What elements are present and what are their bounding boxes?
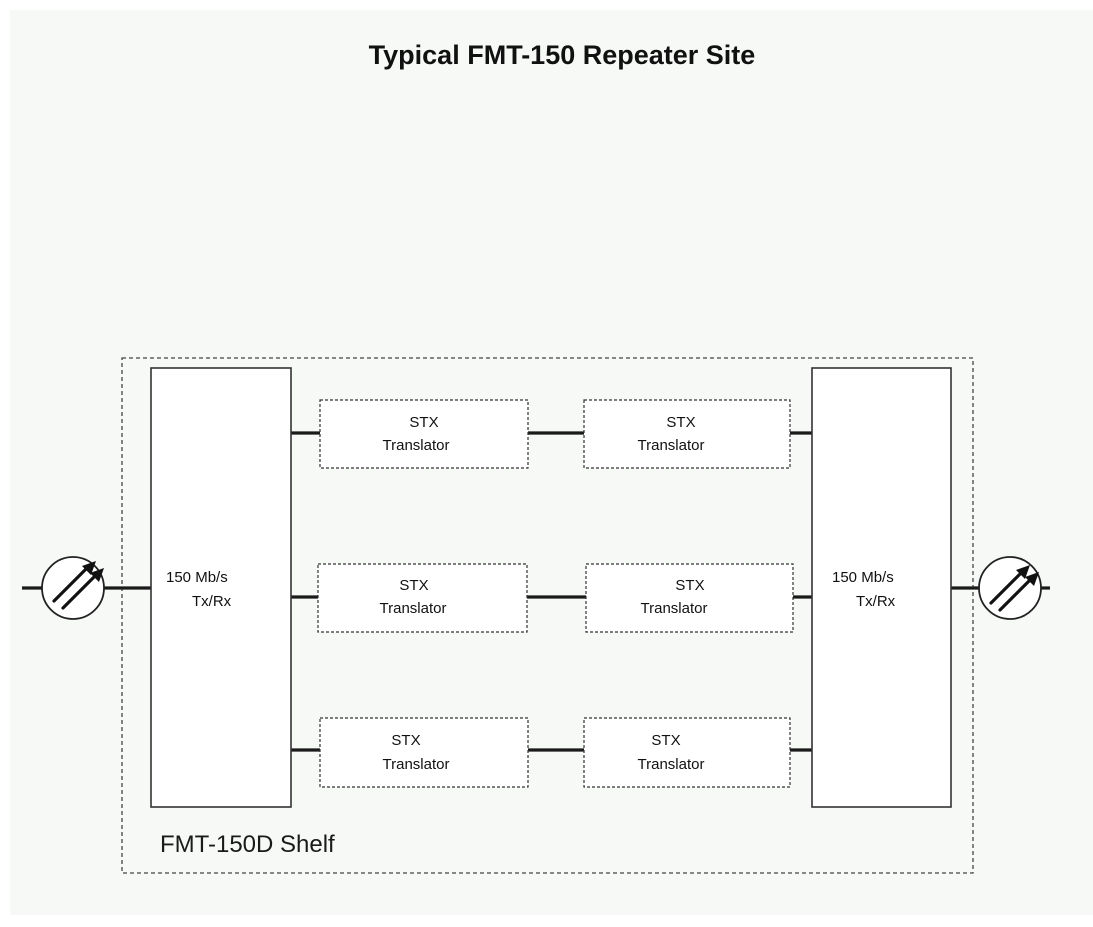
right-antenna-icon	[978, 556, 1042, 620]
left-txrx-box	[150, 367, 292, 808]
repeater-diagram: Typical FMT-150 Repeater Site FMT-150D S…	[22, 40, 1050, 874]
translator-row2-left	[317, 563, 528, 633]
translator-row2-right	[585, 563, 794, 633]
right-txrx-line1: 150 Mb/s	[832, 569, 894, 586]
left-txrx-line1: 150 Mb/s	[166, 569, 228, 586]
translator-row1-right-line2: Translator	[638, 437, 705, 454]
translator-row2-left-line2: Translator	[380, 600, 447, 617]
translator-row2-left-line1: STX	[399, 577, 428, 594]
translator-row3-right-line1: STX	[651, 732, 680, 749]
shelf-outline	[121, 357, 974, 874]
left-antenna-icon	[41, 556, 105, 620]
shelf-label: FMT-150D Shelf	[160, 831, 335, 858]
translator-row1-left	[319, 399, 529, 469]
diagram-canvas: Typical FMT-150 Repeater Site FMT-150D S…	[10, 10, 1093, 915]
translator-row1-right	[583, 399, 791, 469]
translator-row3-left-line1: STX	[391, 732, 420, 749]
diagram-title: Typical FMT-150 Repeater Site	[369, 40, 756, 70]
right-txrx-line2: Tx/Rx	[856, 593, 896, 610]
translator-row2-right-line2: Translator	[641, 600, 708, 617]
translator-row1-left-line1: STX	[409, 414, 438, 431]
translator-row1-right-line1: STX	[666, 414, 695, 431]
translator-row3-right-line2: Translator	[638, 756, 705, 773]
translator-row3-left-line2: Translator	[383, 756, 450, 773]
translator-row3-left	[319, 717, 529, 788]
translator-row1-left-line2: Translator	[383, 437, 450, 454]
right-txrx-box	[811, 367, 952, 808]
left-txrx-line2: Tx/Rx	[192, 593, 232, 610]
translator-row3-right	[583, 717, 791, 788]
translator-row2-right-line1: STX	[675, 577, 704, 594]
